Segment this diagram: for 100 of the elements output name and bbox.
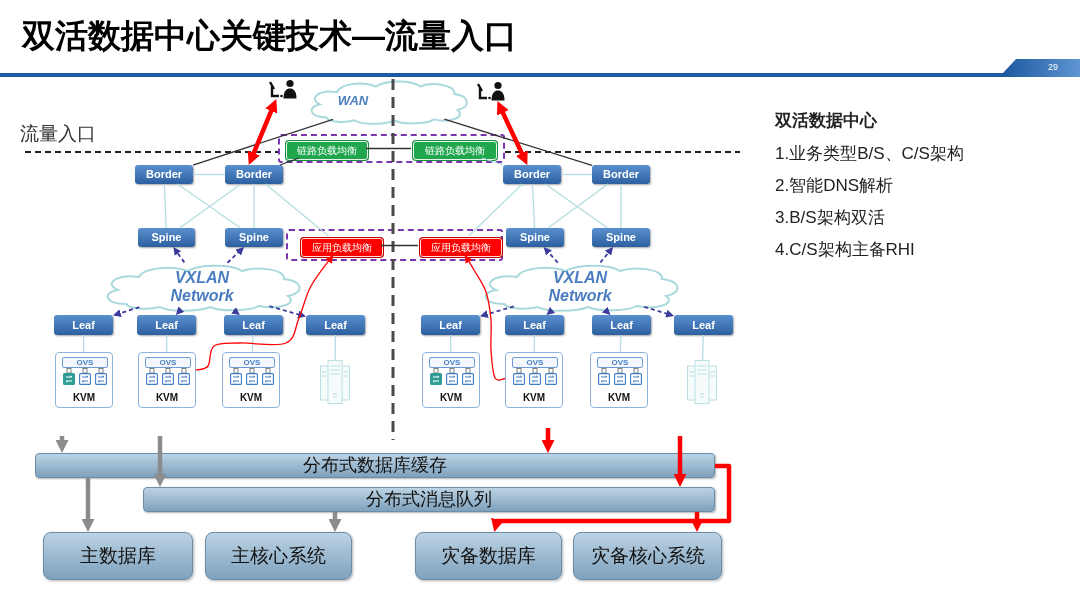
- slide-title: 双活数据中心关键技术—流量入口: [22, 16, 517, 56]
- connector-line: [560, 173, 593, 176]
- connector-line: [192, 173, 226, 176]
- connector-line: [531, 183, 536, 229]
- double-arrow: [497, 101, 528, 165]
- leaf-switch-box: Leaf: [674, 315, 733, 335]
- dashed-arrow: [643, 305, 674, 318]
- arrow: [328, 512, 342, 532]
- leaf-switch-box: Leaf: [54, 315, 113, 335]
- dashed-arrow: [175, 306, 185, 315]
- spine-switch-box: Spine: [225, 228, 283, 247]
- list-item: 4.C/S架构主备RHI: [775, 239, 915, 261]
- spine-switch-box: Spine: [138, 228, 195, 247]
- traffic-entry-label: 流量入口: [20, 123, 96, 145]
- kvm-host-box: [222, 352, 280, 408]
- connector-line: [163, 183, 167, 229]
- leaf-switch-box: Leaf: [224, 315, 283, 335]
- server-icon: [320, 360, 350, 404]
- page-number: 29: [1048, 61, 1058, 73]
- list-item: 3.B/S架构双活: [775, 207, 885, 229]
- arrow: [491, 463, 732, 532]
- arrow: [690, 512, 704, 532]
- connector-line: [620, 183, 622, 229]
- connector-line: [82, 334, 85, 353]
- border-switch-box: Border: [503, 165, 561, 184]
- ovs-switch-box: OVS: [62, 357, 108, 368]
- dashed-arrow: [231, 307, 240, 315]
- connector-line: [449, 334, 452, 353]
- connector-line: [468, 183, 523, 237]
- connector-line: [619, 334, 622, 353]
- connector-line: [533, 334, 536, 353]
- dashed-arrow: [173, 247, 186, 264]
- ovs-switch-box: OVS: [145, 357, 191, 368]
- kvm-host-box: [422, 352, 480, 408]
- app-load-balancer-box: 应用负载均衡: [301, 238, 383, 257]
- kvm-host-box: [138, 352, 196, 408]
- leaf-switch-box: Leaf: [306, 315, 365, 335]
- dashed-group-frame: [286, 229, 503, 261]
- link-load-balancer-box: 链路负载均衡: [286, 141, 368, 160]
- ovs-switch-box: OVS: [429, 357, 475, 368]
- user-icon: [268, 79, 298, 99]
- system-box: 主数据库: [43, 532, 193, 580]
- dashed-arrow: [543, 247, 559, 264]
- connector-line: [279, 157, 300, 166]
- user-icon: [476, 81, 506, 101]
- dashed-arrow: [602, 306, 611, 315]
- list-item: 2.智能DNS解析: [775, 175, 894, 197]
- system-box: 灾备核心系统: [573, 532, 722, 580]
- connector-line: [481, 157, 504, 166]
- dashed-arrow: [599, 247, 614, 264]
- arrow: [541, 428, 555, 453]
- system-box: 主核心系统: [205, 532, 352, 580]
- arrow: [673, 436, 687, 487]
- host-label: KVM: [239, 392, 263, 404]
- border-switch-box: Border: [135, 165, 193, 184]
- connector-line: [334, 334, 337, 361]
- ovs-switch-box: OVS: [512, 357, 558, 368]
- connector-line: [365, 147, 412, 150]
- host-label: KVM: [522, 392, 546, 404]
- dashed-arrow: [226, 247, 244, 264]
- leaf-switch-box: Leaf: [421, 315, 480, 335]
- connector-line: [253, 183, 255, 229]
- dashed-arrow: [113, 306, 141, 317]
- server-icon: [687, 360, 717, 404]
- leaf-switch-box: Leaf: [592, 315, 651, 335]
- link-load-balancer-box: 链路负载均衡: [413, 141, 497, 160]
- kvm-host-box: [590, 352, 648, 408]
- dashed-arrow: [268, 305, 306, 319]
- host-label: KVM: [607, 392, 631, 404]
- kvm-host-box: [505, 352, 563, 408]
- host-label: KVM: [72, 392, 96, 404]
- border-switch-box: Border: [225, 165, 283, 184]
- middleware-bar: 分布式数据库缓存: [35, 453, 715, 478]
- connector-line: [380, 244, 419, 247]
- border-switch-box: Border: [592, 165, 650, 184]
- curved-arrow: [464, 254, 506, 381]
- leaf-switch-box: Leaf: [137, 315, 196, 335]
- connector-line: [165, 334, 168, 353]
- connector-line: [251, 334, 254, 353]
- arrow: [81, 478, 95, 532]
- host-label: KVM: [155, 392, 179, 404]
- double-arrow: [247, 99, 278, 165]
- kvm-host-box: [55, 352, 113, 408]
- leaf-switch-box: Leaf: [505, 315, 564, 335]
- ovs-switch-box: OVS: [229, 357, 275, 368]
- app-load-balancer-box: 应用负载均衡: [420, 238, 502, 257]
- dashed-group-frame: [278, 134, 505, 163]
- connector-line: [701, 334, 704, 361]
- dashed-arrow: [546, 306, 556, 315]
- curved-arrow: [195, 254, 334, 371]
- spine-switch-box: Spine: [592, 228, 650, 247]
- ovs-switch-box: OVS: [597, 357, 643, 368]
- host-label: KVM: [439, 392, 463, 404]
- spine-switch-box: Spine: [506, 228, 564, 247]
- list-item: 1.业务类型B/S、C/S架构: [775, 143, 964, 165]
- system-box: 灾备数据库: [415, 532, 562, 580]
- arrow: [153, 436, 167, 487]
- section-heading: 双活数据中心: [775, 110, 877, 132]
- arrow: [55, 436, 69, 453]
- connector-line: [264, 183, 330, 237]
